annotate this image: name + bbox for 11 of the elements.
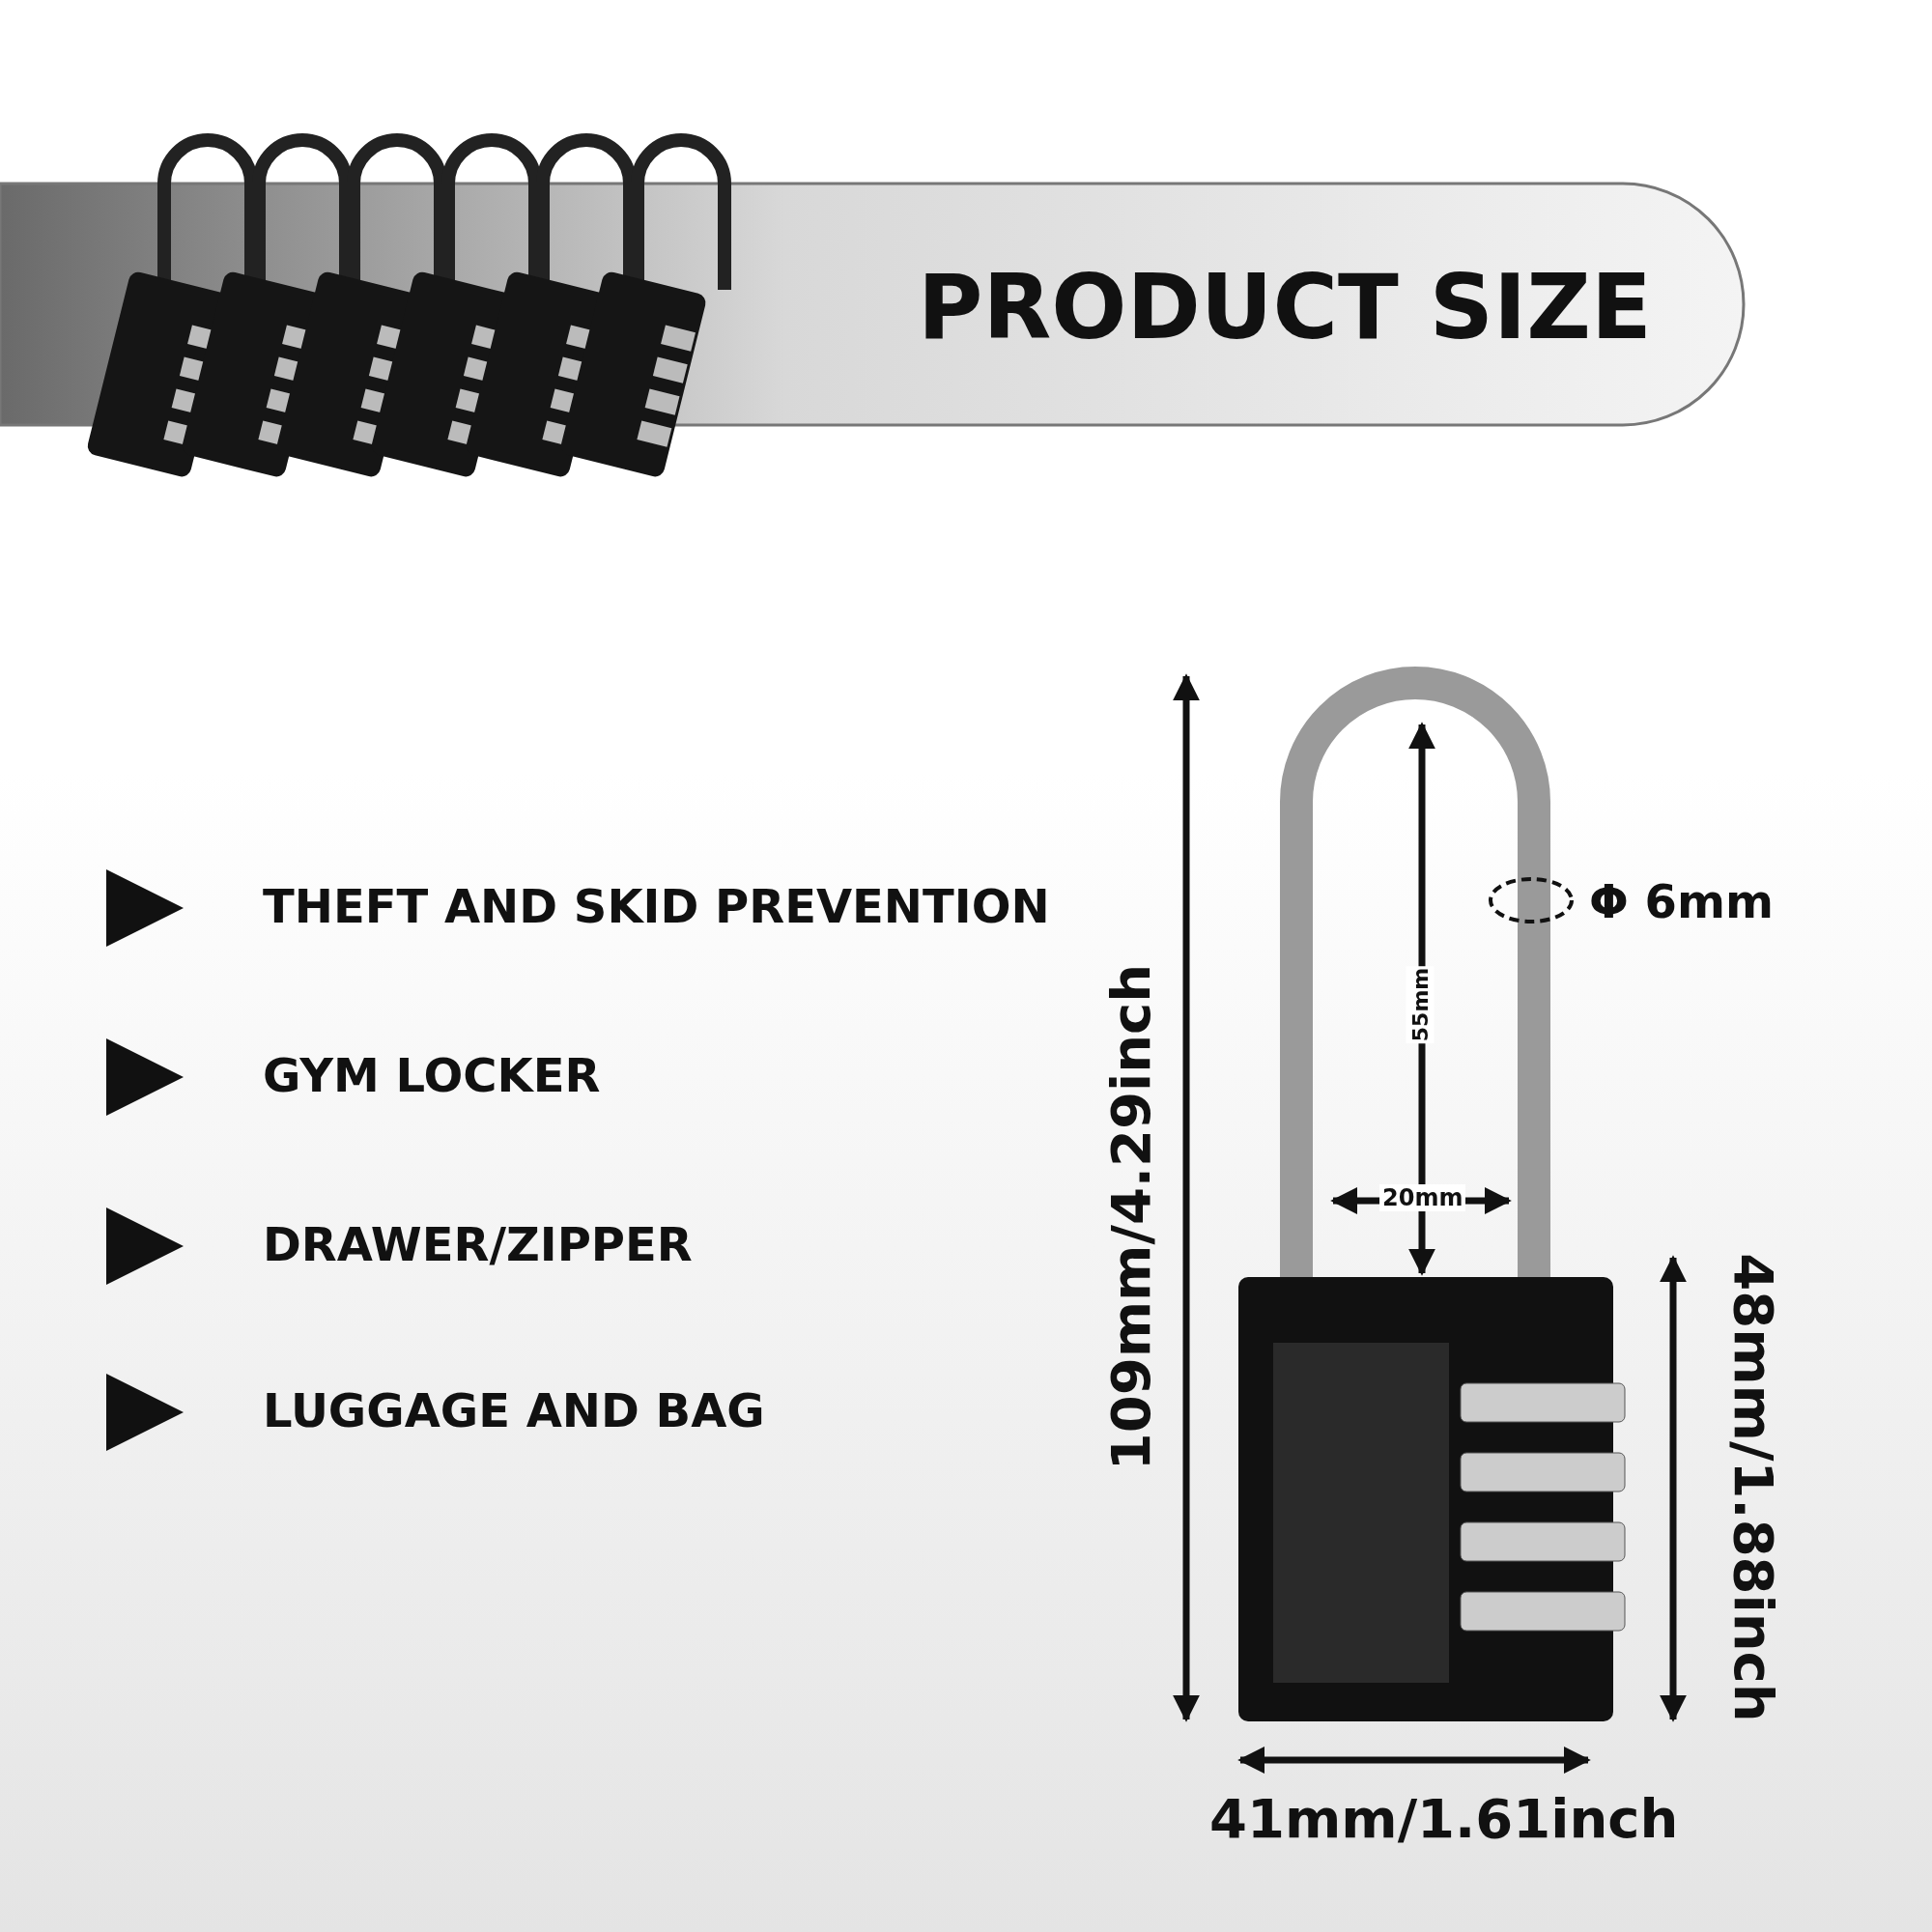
- dimension-label: 48mm/1.88inch: [1721, 1253, 1785, 1722]
- title: PRODUCT SIZE: [918, 256, 1652, 359]
- list-item-text: DRAWER/ZIPPER: [263, 1217, 693, 1271]
- dimension-label: 41mm/1.61inch: [1209, 1787, 1679, 1850]
- list-item-text: LUGGAGE AND BAG: [263, 1383, 765, 1437]
- list-item-text: THEFT AND SKID PREVENTION: [263, 879, 1050, 933]
- dimension-label: 109mm/4.29inch: [1098, 963, 1162, 1471]
- dimension-label: 55mm: [1406, 965, 1435, 1044]
- dimension-label: Φ 6mm: [1589, 874, 1774, 928]
- list-item-text: GYM LOCKER: [263, 1048, 601, 1102]
- dimension-label: 20mm: [1379, 1184, 1466, 1211]
